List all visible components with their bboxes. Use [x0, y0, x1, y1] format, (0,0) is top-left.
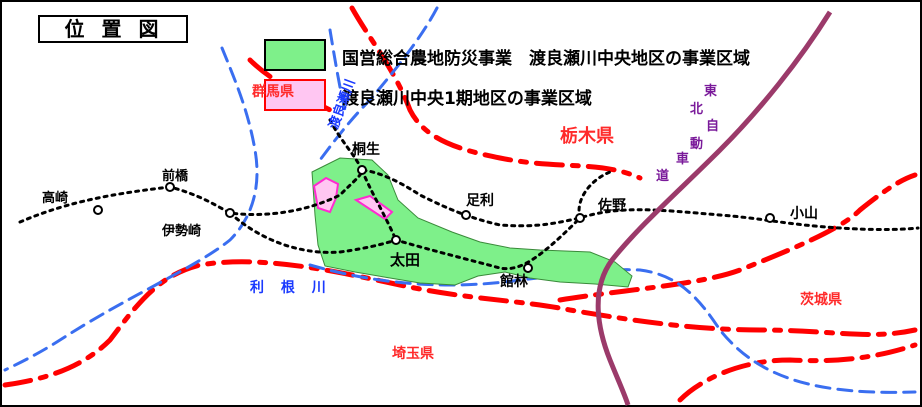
legend-phase1-swatch	[264, 79, 326, 111]
rail-sano-branch	[577, 170, 612, 220]
legend-overall-label: 国営総合農地防災事業 渡良瀬川中央地区の事業区域	[342, 48, 750, 69]
station-isesaki	[225, 208, 235, 218]
gunma-tochigi-border	[349, 5, 643, 181]
rail-ryomo-line	[18, 168, 920, 231]
tochigi-ibaraki-border	[557, 172, 918, 303]
label-maebashi: 前橋	[162, 168, 189, 184]
expressway-char: 北	[690, 102, 703, 117]
label-sano: 佐野	[597, 197, 626, 214]
east-border	[677, 342, 918, 403]
station-sano	[575, 213, 585, 223]
tone-river-east-line	[308, 263, 917, 394]
expressway-char: 車	[676, 151, 689, 167]
expressway-char: 東	[704, 83, 717, 99]
tohoku-expressway	[595, 10, 833, 406]
label-tochigi: 栃木県	[560, 125, 614, 147]
label-takasaki: 高崎	[42, 190, 68, 206]
station-ota	[391, 235, 401, 245]
station-maebashi	[165, 182, 175, 192]
legend-overall-swatch	[264, 39, 326, 71]
rail-kiryu-branch	[360, 168, 398, 242]
rivers	[3, 6, 917, 394]
expressway-char: 動	[690, 136, 703, 152]
label-saitama: 埼玉県	[392, 345, 434, 362]
expressway-char: 道	[656, 168, 669, 184]
label-oyama: 小山	[790, 206, 818, 222]
saitama-border	[2, 259, 918, 388]
label-kiryu: 桐生	[352, 141, 380, 158]
map-title: 位置図	[38, 15, 188, 43]
watarase-river-line	[318, 6, 439, 162]
label-tohoku-expressway: 東 北 自 動 車 道	[656, 83, 719, 184]
prefecture-borders	[2, 5, 918, 403]
station-tatebayashi	[523, 263, 533, 273]
tone-river-line	[3, 46, 259, 372]
station-takasaki	[93, 205, 103, 215]
overall-project-area	[311, 157, 633, 288]
label-ibaraki: 茨城県	[800, 291, 842, 308]
label-ashikaga: 足利	[466, 192, 494, 209]
stations	[93, 165, 775, 273]
label-gunma: 群馬県	[251, 83, 294, 100]
north-border	[247, 57, 333, 113]
station-kiryu	[357, 165, 367, 175]
label-tatebayashi: 館林	[499, 273, 528, 290]
legend-phase1-label: 渡良瀬川中央1期地区の事業区域	[342, 88, 592, 109]
north-river-line	[328, 28, 347, 112]
station-ashikaga	[461, 210, 471, 220]
expressway-char: 自	[706, 118, 719, 134]
label-tone-river: 利 根 川	[250, 279, 332, 296]
station-oyama	[765, 213, 775, 223]
label-ota: 太田	[390, 251, 420, 269]
label-isesaki: 伊勢崎	[161, 223, 201, 239]
